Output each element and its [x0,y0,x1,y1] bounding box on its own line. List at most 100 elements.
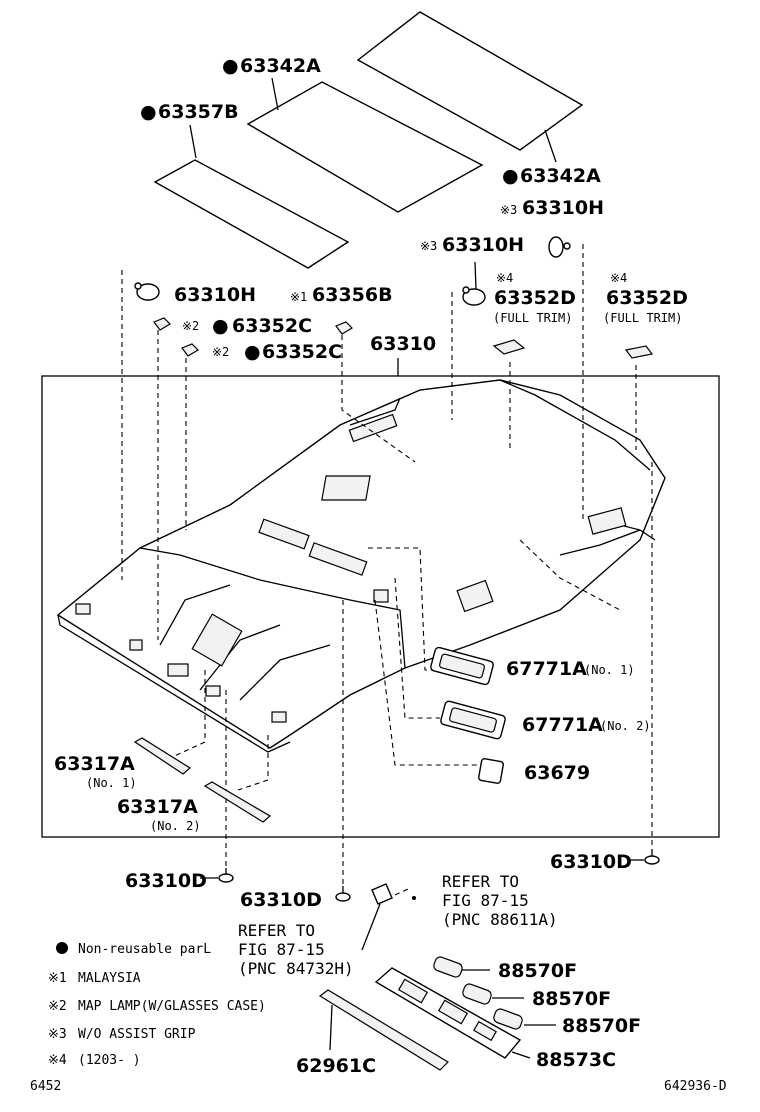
note-2-mark: ※2 [182,319,199,333]
cap-63356B [335,321,353,335]
dash-right-side [519,539,621,611]
pad-63352D-2 [624,345,654,359]
clip-63310H-mid [462,261,486,306]
label-63310H-left: 63310H [174,284,256,306]
leader-63357B [189,124,197,159]
label-67771A-1: 67771A [506,658,587,680]
screw-63310D-left [200,868,234,883]
label-63310H-mid: 63310H [442,234,524,256]
non-reusable-mark: ● [212,315,229,337]
cap-63352C-2 [181,343,199,357]
label-63310D-left: 63310D [125,870,207,892]
leader-62961C [329,1004,333,1051]
non-reusable-mark: ● [244,341,261,363]
bulb-88570F-1 [433,956,490,978]
refer-right-line2: FIG 87-15 [442,891,529,910]
roof-insulator-panel-front [153,159,350,269]
roof-insulator-panel-middle [246,81,484,213]
screw-63310D-right [628,849,660,865]
non-reusable-mark: ● [222,55,239,77]
refer-left-line3: (PNC 84732H) [238,959,354,978]
non-reusable-mark: ● [140,101,157,123]
label-63356B: 63356B [312,284,393,306]
legend-note1-mark: ※1 [48,971,67,986]
label-63352D-2: 63352D [606,287,688,309]
legend-note1: MALAYSIA [78,971,141,986]
refer-right-line3: (PNC 88611A) [442,910,558,929]
legend-non-reusable: Non-reusable parL [78,942,211,957]
dash-63317A-1 [169,670,206,759]
connector-part [361,883,416,951]
label-63310D-right: 63310D [550,851,632,873]
sunvisor-holder-67771A-1 [430,646,494,686]
screw-63310D-mid [335,886,351,902]
note-2-mark: ※2 [212,345,229,359]
lamp-assembly-88573C [374,967,522,1059]
label-63357B: 63357B [158,101,239,123]
label-63310H-right: 63310H [522,197,604,219]
sunvisor-holder-67771A-2 [440,700,506,740]
dash-67771A-2 [394,577,440,719]
leader-63342A-mid [544,129,557,163]
clip-63310H-right [548,236,571,258]
refer-right-line1: REFER TO [442,872,519,891]
legend: Non-reusable parL ※1 MALAYSIA ※2 MAP LAM… [48,942,266,1068]
strip-63317A-2 [203,781,272,823]
leader-63342A-top [271,77,279,111]
label-63310D-mid: 63310D [240,889,322,911]
label-63317A-1-sub: (No. 1) [86,776,137,790]
label-88570F-1: 88570F [498,960,577,982]
legend-note3-mark: ※3 [48,1027,67,1042]
label-full-trim-1: (FULL TRIM) [493,311,572,325]
label-67771A-2: 67771A [522,714,603,736]
legend-note3: W/O ASSIST GRIP [78,1027,196,1042]
label-63352C-2: 63352C [262,341,342,363]
label-63352D-1: 63352D [494,287,576,309]
refer-left-line1: REFER TO [238,921,315,940]
note-4-mark: ※4 [496,271,513,285]
label-62961C: 62961C [296,1055,376,1077]
legend-dot-icon [56,942,68,954]
footer-left: 6452 [30,1079,61,1094]
bulb-88570F-3 [493,1008,556,1030]
clip-63310H-left [134,282,160,301]
leader-88573C [511,1051,531,1059]
note-3-mark: ※3 [420,239,437,253]
label-63679: 63679 [524,762,590,784]
note-4-mark: ※4 [610,271,627,285]
roof-insulator-panel-rear [356,11,584,151]
cover-63679 [478,758,504,784]
label-63342A-top: 63342A [240,55,321,77]
non-reusable-mark: ● [502,165,519,187]
dash-63679 [374,599,478,766]
cap-63352C-1 [153,317,171,331]
bulb-88570F-2 [462,983,524,1005]
note-1-mark: ※1 [290,290,307,304]
legend-note2: MAP LAMP(W/GLASSES CASE) [78,999,266,1014]
legend-note4: (1203- ) [78,1053,141,1068]
dash-63356B [341,335,416,463]
label-88570F-3: 88570F [562,1015,641,1037]
footer-right: 642936-D [664,1079,727,1094]
label-63317A-2-sub: (No. 2) [150,819,201,833]
label-63310: 63310 [370,333,436,355]
strip-63317A-1 [133,737,192,775]
refer-left-line2: FIG 87-15 [238,940,325,959]
pad-63352D-1 [492,339,526,355]
lens-62961C [318,989,449,1071]
label-63317A-2: 63317A [117,796,198,818]
legend-note4-mark: ※4 [48,1053,67,1068]
legend-note2-mark: ※2 [48,999,67,1014]
label-63352C-1: 63352C [232,315,312,337]
note-3-mark: ※3 [500,203,517,217]
headliner-frame [41,375,720,838]
dash-refer-right [394,887,411,896]
label-63342A-mid: 63342A [520,165,601,187]
label-67771A-1-sub: (No. 1) [584,663,635,677]
label-67771A-2-sub: (No. 2) [600,719,651,733]
label-88570F-2: 88570F [532,988,611,1010]
label-88573C: 88573C [536,1049,616,1071]
roof-headlining [56,379,666,753]
label-63317A-1: 63317A [54,753,135,775]
